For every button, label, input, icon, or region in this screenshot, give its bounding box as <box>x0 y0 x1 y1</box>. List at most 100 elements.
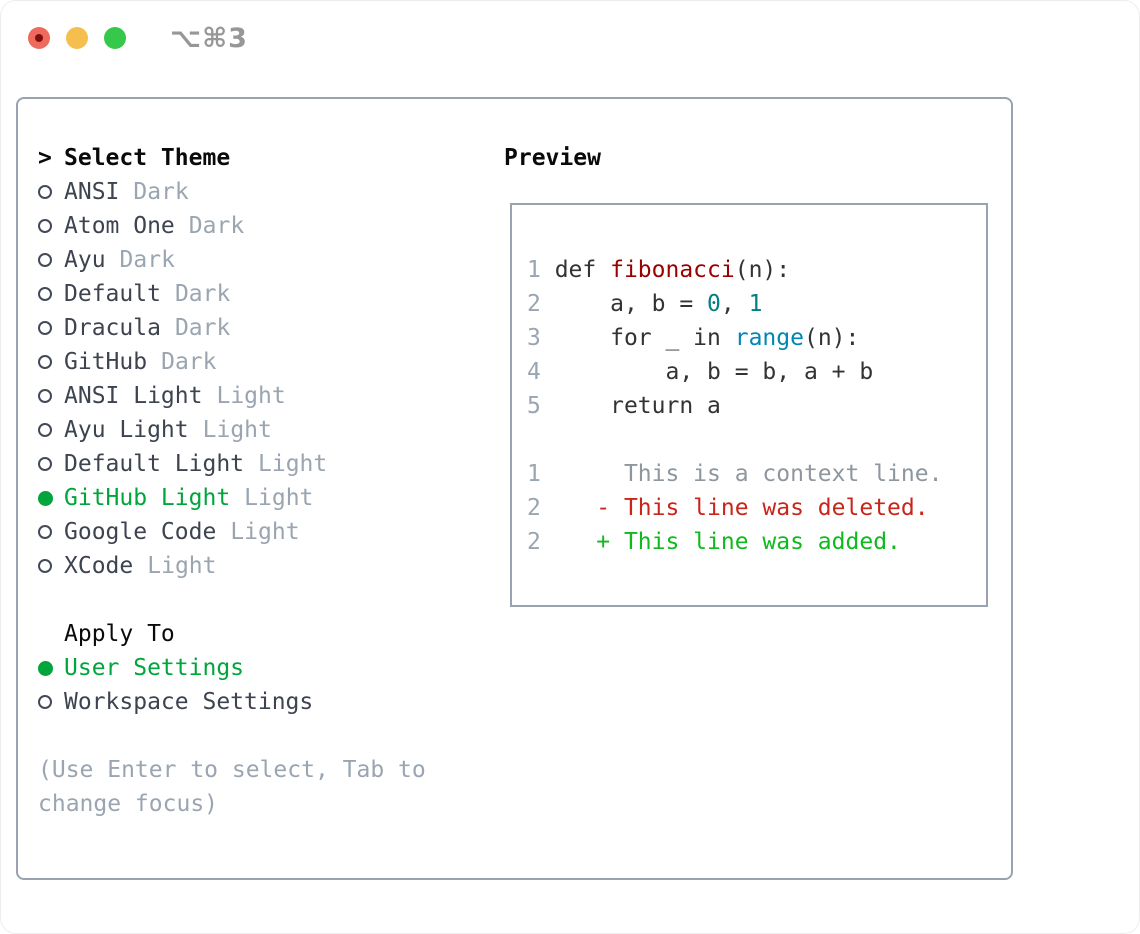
radio-marker <box>38 287 64 301</box>
theme-item[interactable]: GitHub Dark <box>38 345 426 379</box>
radio-icon <box>38 185 52 199</box>
radio-marker <box>38 321 64 335</box>
theme-item[interactable]: Default Dark <box>38 277 426 311</box>
option-label: Google Code <box>64 519 217 545</box>
radio-marker <box>38 185 64 199</box>
theme-item[interactable]: Dracula Dark <box>38 311 426 345</box>
code-token: + This line was added. <box>596 529 901 555</box>
code-token: def <box>554 257 611 283</box>
option-label: Dracula <box>64 315 161 341</box>
code-line: 2 - This line was deleted. <box>527 491 986 525</box>
radio-marker <box>38 457 64 471</box>
radio-icon <box>38 559 52 573</box>
code-token <box>555 495 597 521</box>
preview-header: Preview <box>504 145 601 171</box>
option-label: GitHub <box>64 349 148 375</box>
prompt-caret: > <box>38 145 52 171</box>
code-line: 2 a, b = 0, 1 <box>527 287 986 321</box>
theme-item[interactable]: Google Code Light <box>38 515 426 549</box>
option-label: Workspace Settings <box>64 689 314 715</box>
close-button-dot <box>35 34 43 42</box>
minimize-button[interactable] <box>66 27 88 49</box>
code-line <box>527 423 986 457</box>
theme-variant-tag: Dark <box>174 281 231 307</box>
theme-variant-tag: Light <box>202 417 272 443</box>
radio-marker <box>38 525 64 539</box>
code-line: 2 + This line was added. <box>527 525 986 559</box>
theme-item[interactable]: Atom One Dark <box>38 209 426 243</box>
close-button[interactable] <box>28 27 50 49</box>
radio-icon <box>38 219 52 233</box>
radio-icon <box>38 423 52 437</box>
zoom-button[interactable] <box>104 27 126 49</box>
titlebar: ⌥⌘3 <box>28 23 248 54</box>
code-token: fibonacci <box>610 257 735 283</box>
line-number: 1 <box>527 461 555 487</box>
theme-variant-tag: Light <box>216 383 286 409</box>
radio-icon <box>38 695 52 709</box>
option-label: ANSI <box>64 179 120 205</box>
option-label: Atom One <box>64 213 175 239</box>
theme-variant-tag: Light <box>147 553 217 579</box>
code-line: 5 return a <box>527 389 986 423</box>
apply-to-option[interactable]: User Settings <box>38 651 426 685</box>
radio-icon <box>38 355 52 369</box>
theme-variant-tag: Dark <box>174 315 231 341</box>
code-token: a, b = b, a + b <box>554 359 874 385</box>
line-number: 1 <box>527 257 555 283</box>
option-label: Ayu Light <box>64 417 189 443</box>
radio-marker <box>38 695 64 709</box>
option-label: User Settings <box>64 655 245 681</box>
code-token: - This line was deleted. <box>596 495 929 521</box>
theme-variant-tag: Dark <box>188 213 245 239</box>
code-token: range <box>734 325 804 351</box>
code-token: 0 <box>707 291 721 317</box>
line-number: 4 <box>527 359 555 385</box>
code-token <box>555 529 597 555</box>
radio-icon <box>38 321 52 335</box>
code-token: This is a context line. <box>554 461 943 487</box>
radio-icon <box>38 253 52 267</box>
theme-variant-tag: Dark <box>133 179 189 205</box>
apply-to-option[interactable]: Workspace Settings <box>38 685 426 719</box>
radio-selected-icon <box>38 490 53 506</box>
option-label: Ayu <box>64 247 106 273</box>
apply-to-header: Apply To <box>64 621 175 647</box>
theme-item[interactable]: ANSI Light Light <box>38 379 426 413</box>
code-token: 1 <box>748 291 763 317</box>
line-number: 2 <box>527 529 555 555</box>
code-line: 1 This is a context line. <box>527 457 986 491</box>
theme-item[interactable]: Ayu Light Light <box>38 413 426 447</box>
line-number: 5 <box>527 393 555 419</box>
code-token: a, b = <box>554 291 708 317</box>
radio-marker <box>38 660 64 676</box>
theme-variant-tag: Light <box>230 519 300 545</box>
theme-item[interactable]: ANSI Dark <box>38 175 426 209</box>
option-label: GitHub Light <box>64 485 231 511</box>
option-label: Default Light <box>64 451 245 477</box>
code-token: (n): <box>803 325 860 351</box>
line-number: 3 <box>527 325 555 351</box>
theme-variant-tag: Dark <box>161 349 217 375</box>
code-line: 1 def fibonacci(n): <box>527 253 986 287</box>
radio-marker <box>38 253 64 267</box>
radio-marker <box>38 423 64 437</box>
radio-icon <box>38 287 52 301</box>
option-label: ANSI Light <box>64 383 203 409</box>
option-label: Default <box>64 281 161 307</box>
select-theme-header: Select Theme <box>64 145 231 171</box>
radio-marker <box>38 389 64 403</box>
radio-marker <box>38 490 64 506</box>
